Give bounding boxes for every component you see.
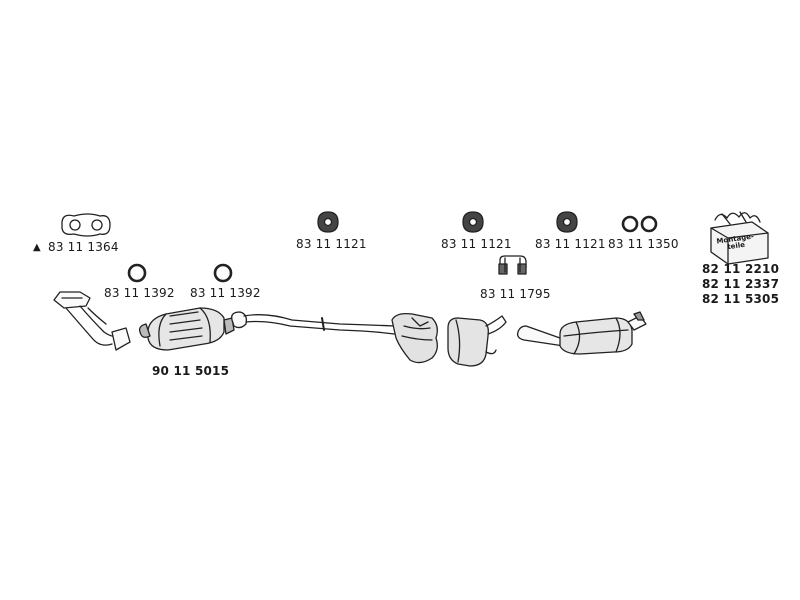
label-kit-1: 82 11 2210 xyxy=(702,262,780,276)
ring-icon xyxy=(642,217,656,231)
rear-silencer-icon xyxy=(518,312,646,354)
label-hanger-2: 83 11 1121 xyxy=(441,237,512,251)
rubber-hanger-icon xyxy=(318,212,338,232)
ring-icon xyxy=(623,217,637,231)
ring-icon xyxy=(215,265,231,281)
label-ring-mid: 83 11 1392 xyxy=(190,286,261,300)
new-part-marker: ▲ xyxy=(33,242,41,253)
label-clamp: 83 11 1795 xyxy=(480,287,551,301)
intermediate-pipe-icon xyxy=(232,312,438,363)
label-ring-left: 83 11 1392 xyxy=(104,286,175,300)
label-kit-2: 82 11 2337 xyxy=(702,277,780,291)
label-rings-pair: 83 11 1350 xyxy=(608,237,679,251)
ring-icon xyxy=(129,265,145,281)
flange-gasket-icon xyxy=(62,214,110,236)
label-catalytic-converter: 90 11 5015 xyxy=(152,364,230,378)
label-hanger-1: 83 11 1121 xyxy=(296,237,367,251)
clamp-icon xyxy=(499,256,526,274)
catalytic-converter-icon xyxy=(140,308,234,350)
centre-silencer-icon xyxy=(448,316,506,366)
mounting-kit-box-icon xyxy=(711,212,768,264)
front-pipe-icon xyxy=(54,292,130,350)
label-flange-gasket: 83 11 1364 xyxy=(48,240,119,254)
label-kit-3: 82 11 5305 xyxy=(702,292,780,306)
label-hanger-3: 83 11 1121 xyxy=(535,237,606,251)
rubber-hanger-icon xyxy=(463,212,483,232)
rubber-hanger-icon xyxy=(557,212,577,232)
